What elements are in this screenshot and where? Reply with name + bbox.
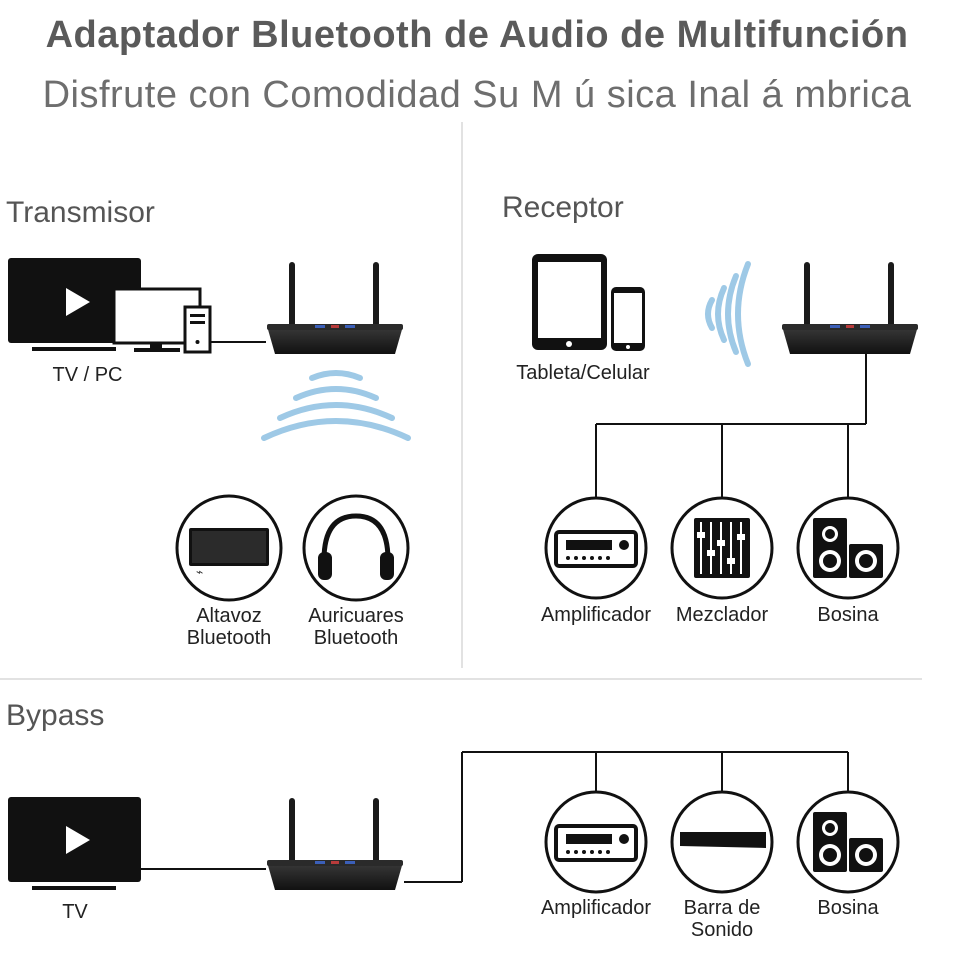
amplifier-label: Amplificador xyxy=(540,604,652,626)
bypass-connection-lines xyxy=(404,751,849,883)
bypass-adapter-icon xyxy=(267,798,403,890)
headphones-icon xyxy=(302,494,410,602)
wireless-waves-icon xyxy=(261,370,411,441)
transmitter-heading: Transmisor xyxy=(6,196,155,229)
speaker-label: Altavoz Bluetooth xyxy=(186,605,272,649)
receiver-heading: Receptor xyxy=(502,191,624,224)
soundbar-label: Barra de Sonido xyxy=(683,897,761,941)
bypass-speakers-label: Bosina xyxy=(817,897,879,919)
tablet-icon xyxy=(532,254,607,350)
speakers-icon xyxy=(796,496,900,600)
bypass-heading: Bypass xyxy=(6,699,105,732)
bypass-amplifier-label: Amplificador xyxy=(540,897,652,919)
receiver-connection-lines xyxy=(595,354,867,498)
page-subtitle: Disfrute con Comodidad Su M ú sica Inal … xyxy=(42,74,912,116)
tv-pc-label: TV / PC xyxy=(52,364,123,386)
phone-icon xyxy=(611,287,645,351)
receiver-adapter-icon xyxy=(782,262,918,354)
transmitter-adapter-icon xyxy=(267,262,403,354)
speaker-icon: ⌁ xyxy=(175,494,283,602)
bypass-amplifier-icon xyxy=(544,790,648,894)
svg-text:⌁: ⌁ xyxy=(196,565,203,579)
headphones-label: Auricuares Bluetooth xyxy=(308,605,404,649)
bypass-tv-label: TV xyxy=(62,901,88,923)
receiver-waves-icon xyxy=(705,261,751,367)
tablet-phone-label: Tableta/Celular xyxy=(516,362,650,384)
soundbar-icon xyxy=(670,790,774,894)
amplifier-icon xyxy=(544,496,648,600)
page-title: Adaptador Bluetooth de Audio de Multifun… xyxy=(45,14,909,56)
mixer-label: Mezclador xyxy=(675,604,769,626)
tv-icon xyxy=(8,258,141,351)
pc-tower-icon xyxy=(183,305,212,354)
speakers-label: Bosina xyxy=(817,604,879,626)
bypass-tv-icon xyxy=(8,797,141,890)
mixer-icon xyxy=(670,496,774,600)
bypass-speakers-icon xyxy=(796,790,900,894)
